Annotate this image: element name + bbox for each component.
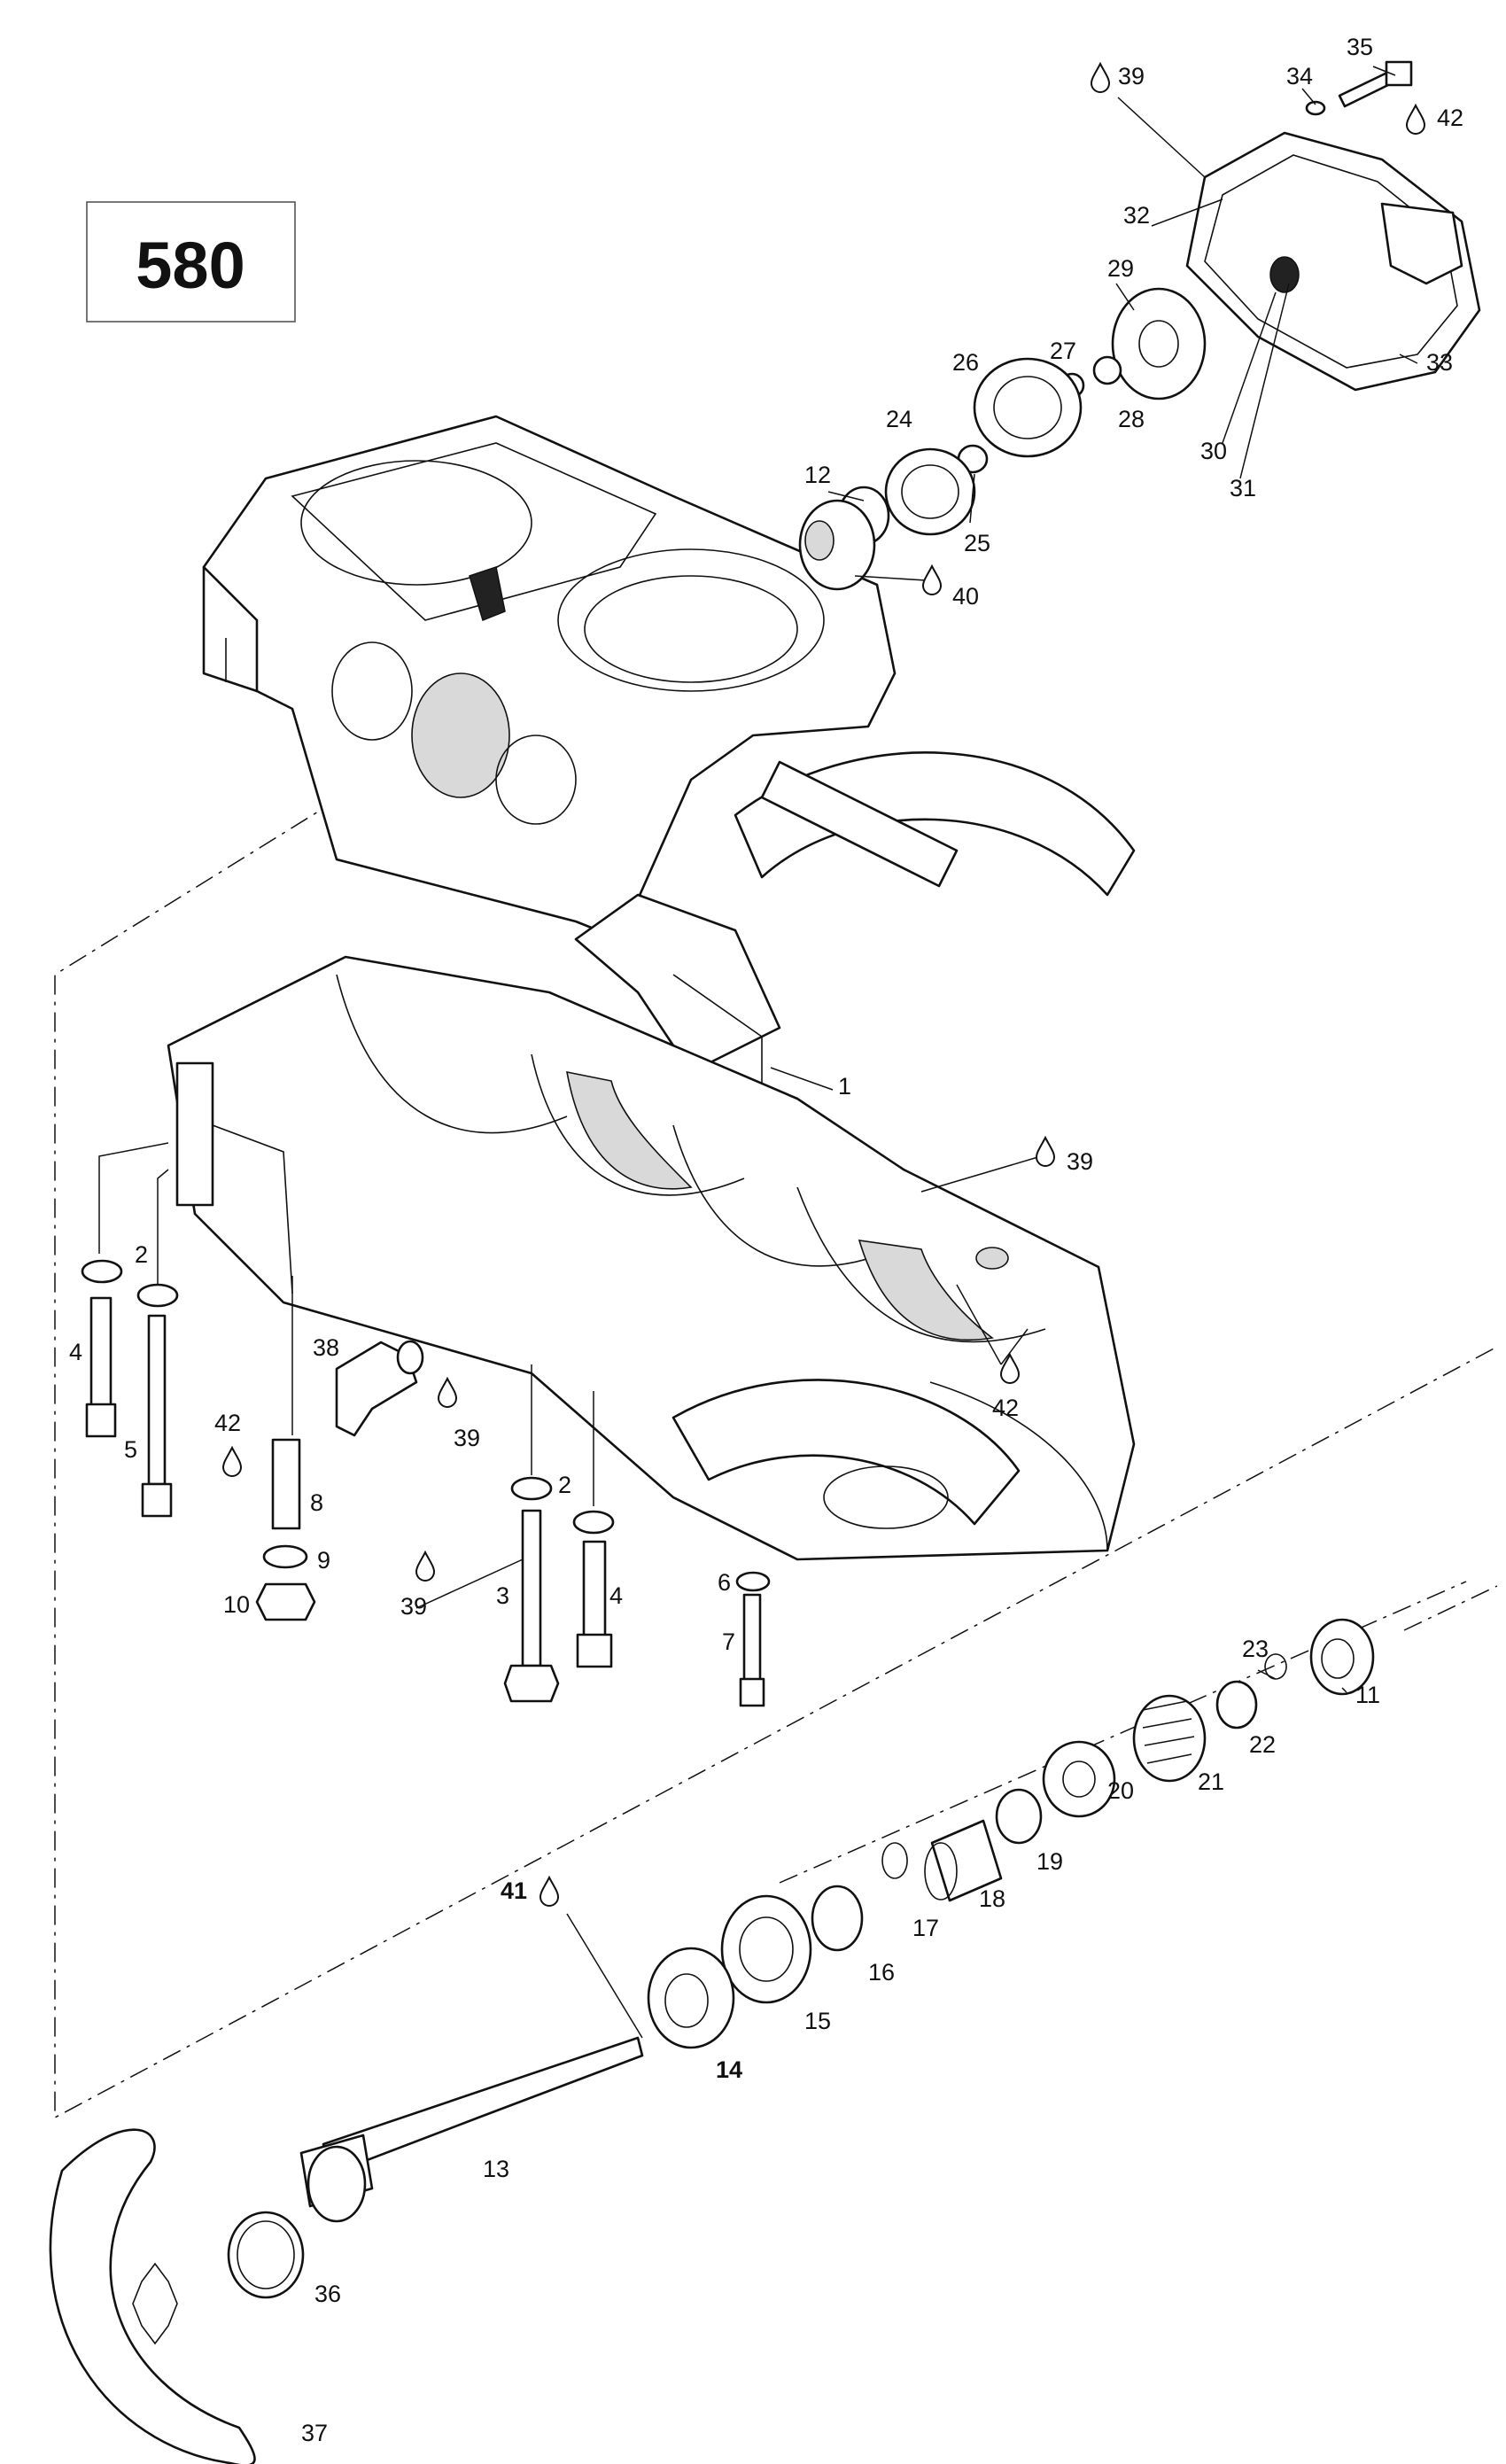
callout-16: 16 [868,1959,895,1986]
callout-29: 29 [1107,255,1134,282]
shaft-assembly [49,1618,1375,2464]
callout-2b: 2 [558,1472,571,1498]
callout-4a: 4 [69,1339,82,1365]
oil-drop-icon [1090,61,1111,93]
oil-drop-icon [415,1550,436,1582]
callout-40: 40 [952,583,979,610]
oil-drop-icon [437,1376,458,1408]
oil-drop-icon [999,1352,1021,1384]
callout-37: 37 [301,2420,328,2446]
oil-drop-icon [539,1875,560,1907]
callout-35: 35 [1347,34,1373,60]
lubricant-drops [221,61,1426,1907]
callout-23: 23 [1242,1636,1269,1662]
oil-drop-icon [921,564,943,595]
callout-39a: 39 [1118,63,1145,89]
callout-21: 21 [1198,1768,1224,1795]
callout-39b: 39 [1067,1148,1093,1175]
callout-3: 3 [496,1582,509,1609]
callout-28: 28 [1118,406,1145,432]
callout-42a: 42 [1437,105,1463,131]
callout-42c: 42 [214,1410,241,1436]
callout-12: 12 [804,462,831,488]
oil-drop-icon [1035,1135,1056,1167]
callout-30: 30 [1200,438,1227,464]
callout-8: 8 [310,1489,323,1516]
leader-lines [98,66,1418,2039]
callout-34: 34 [1286,63,1313,89]
callout-15: 15 [804,2008,831,2034]
callout-13: 13 [483,2156,509,2182]
fasteners-center [503,1476,771,1707]
fasteners-left [81,1259,424,1621]
callout-14: 14 [716,2056,742,2083]
callout-24: 24 [886,406,912,432]
diagram-number: 580 [136,229,245,302]
callout-5: 5 [124,1436,137,1463]
callout-19: 19 [1036,1848,1063,1875]
lower-crankcase [167,955,1136,1561]
callout-33: 33 [1426,349,1453,376]
callout-39d: 39 [400,1593,427,1620]
callout-17: 17 [912,1915,939,1941]
callout-26: 26 [952,349,979,376]
callout-32: 32 [1123,202,1150,229]
callout-6: 6 [718,1569,731,1596]
oil-drop-icon [221,1445,243,1477]
callout-20: 20 [1107,1777,1134,1804]
callout-7: 7 [722,1628,735,1655]
callout-10: 10 [223,1591,250,1618]
callout-31: 31 [1230,475,1256,501]
callout-42b: 42 [992,1395,1019,1421]
callout-18: 18 [979,1885,1005,1912]
callout-38: 38 [313,1334,339,1361]
upper-crankcase [202,415,1136,1090]
callout-2a: 2 [135,1241,148,1268]
callout-41: 41 [501,1877,527,1904]
seal-bearing-stack-upper [798,357,1083,591]
callout-22: 22 [1249,1731,1276,1758]
oil-drop-icon [1405,103,1426,135]
callout-25: 25 [964,530,990,556]
callout-1: 1 [838,1073,851,1100]
callout-11: 11 [1355,1682,1380,1708]
callout-9: 9 [317,1547,330,1574]
callout-39c: 39 [454,1425,480,1451]
callout-27: 27 [1050,338,1076,364]
diagram-number-badge: 580 [86,201,296,323]
callout-36: 36 [314,2281,341,2307]
callout-4b: 4 [609,1582,623,1609]
